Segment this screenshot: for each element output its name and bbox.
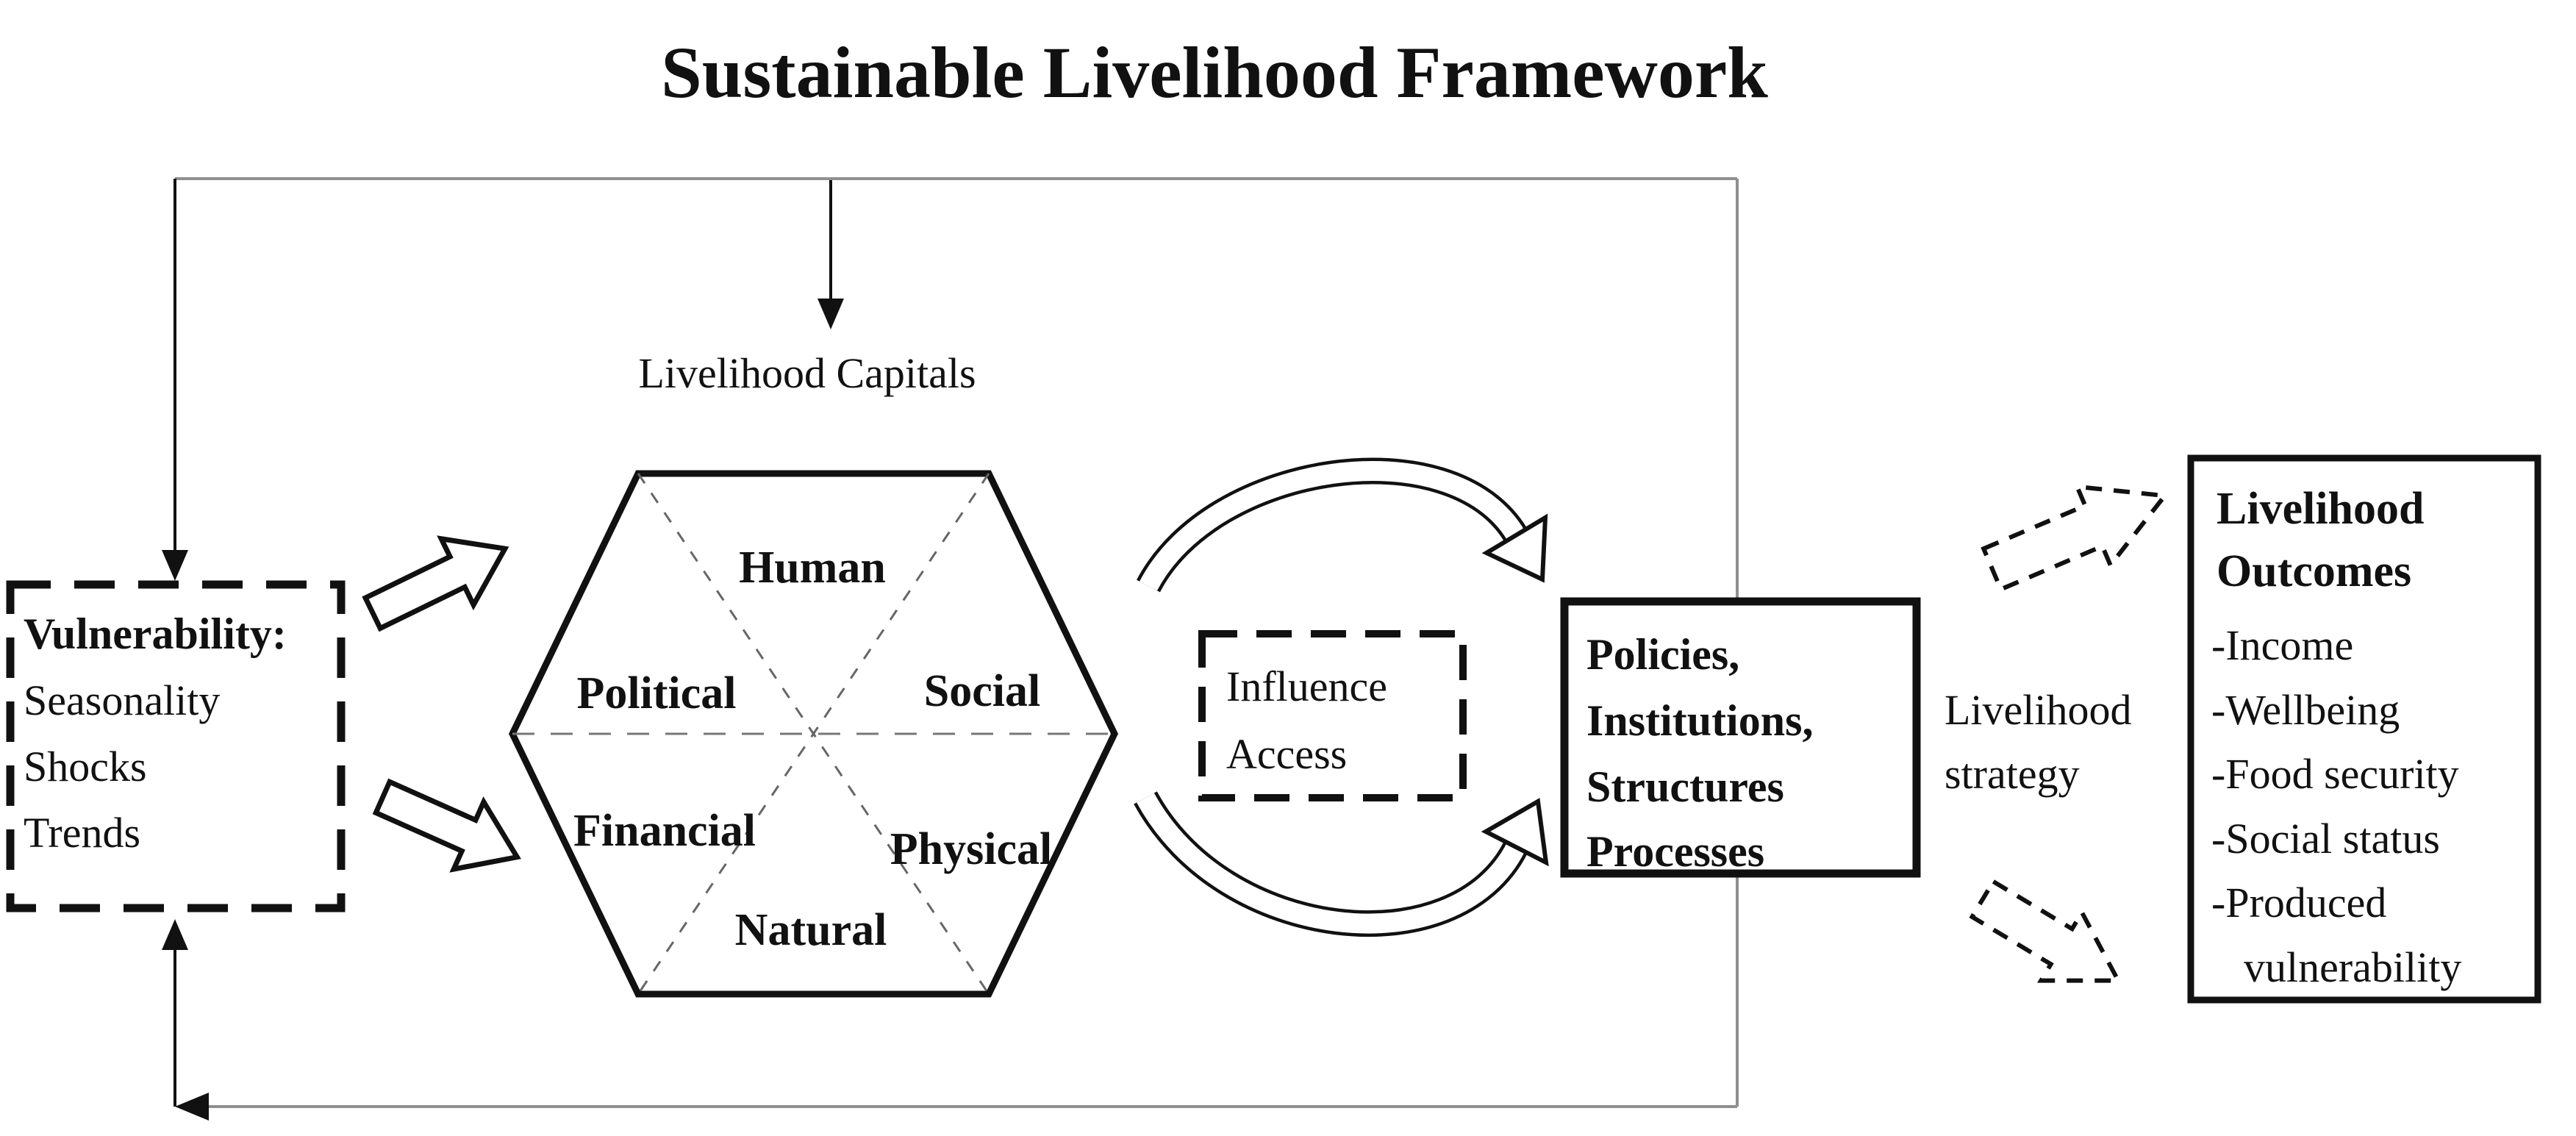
curved-arrow-lower-inner xyxy=(1137,793,1525,934)
livelihood-strategy-line: strategy xyxy=(1944,750,2080,798)
capital-natural: Natural xyxy=(735,905,887,955)
dashed-arrow-upper xyxy=(1981,484,2169,593)
arrow-left-icon xyxy=(175,1093,209,1121)
arrow-down-icon xyxy=(817,299,844,329)
outcomes-item: -Social status xyxy=(2211,815,2440,862)
livelihood-capitals-label: Livelihood Capitals xyxy=(638,349,976,397)
vulnerability-box xyxy=(6,580,346,912)
curved-arrow-lower-head-icon xyxy=(1481,798,1549,867)
block-arrow-lower xyxy=(372,778,521,873)
arrow-down-icon xyxy=(162,550,188,581)
influence-access-line: Influence xyxy=(1226,662,1387,710)
policies-line: Processes xyxy=(1586,827,1764,876)
livelihood-outcomes-box xyxy=(2187,454,2541,1004)
outcomes-item: -Produced xyxy=(2211,879,2386,926)
page-title: Sustainable Livelihood Framework xyxy=(661,32,1768,113)
livelihood-strategy-line: Livelihood xyxy=(1944,686,2132,734)
policies-line: Policies, xyxy=(1586,630,1739,679)
policies-line: Structures xyxy=(1586,762,1784,811)
capital-social: Social xyxy=(924,666,1040,716)
outcomes-item: -Wellbeing xyxy=(2211,686,2400,734)
outcomes-item-continuation: vulnerability xyxy=(2244,943,2461,991)
policies-box xyxy=(1560,597,1921,878)
outcomes-item: -Food security xyxy=(2211,750,2459,798)
block-arrow-upper xyxy=(362,535,509,632)
outcomes-item: -Income xyxy=(2211,621,2353,669)
hexagon-diagonal-line xyxy=(637,473,990,995)
outcomes-heading-line: Livelihood xyxy=(2217,484,2425,534)
curved-arrow-upper-head-icon xyxy=(1481,513,1548,583)
capital-financial: Financial xyxy=(573,806,756,856)
influence-access-box xyxy=(1198,630,1467,801)
curved-arrow-upper-inner xyxy=(1139,460,1525,591)
influence-access-line: Access xyxy=(1226,730,1347,778)
vulnerability-item: Seasonality xyxy=(24,676,220,724)
vulnerability-item: Trends xyxy=(24,809,140,857)
capital-political: Political xyxy=(577,668,737,718)
vulnerability-heading: Vulnerability: xyxy=(24,610,287,658)
arrow-up-icon xyxy=(162,919,188,950)
capital-physical: Physical xyxy=(890,824,1052,874)
vulnerability-item: Shocks xyxy=(24,743,147,790)
capital-human: Human xyxy=(739,543,886,593)
dashed-arrow-lower xyxy=(1969,878,2122,983)
policies-line: Institutions, xyxy=(1586,696,1813,745)
outcomes-heading-line: Outcomes xyxy=(2217,546,2411,596)
